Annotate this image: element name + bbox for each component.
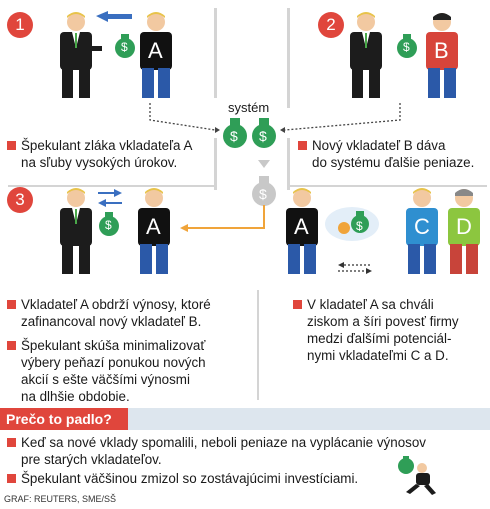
step-2-badge: 2 <box>318 12 344 38</box>
orange-arrow <box>188 205 265 229</box>
step-3b-line-3: akcií s ešte väčšími výnosmi <box>21 372 190 387</box>
bullet-1 <box>7 141 16 150</box>
step-3-text: Vkladateľ A obdrží výnosy, ktoré zafinan… <box>21 296 211 330</box>
money-symbol-sys2: $ <box>259 128 267 144</box>
money-symbol-sys1: $ <box>230 128 238 144</box>
divider-mid-left <box>214 138 217 190</box>
step-4-line-2: ziskom a šíri povesť firmy <box>307 314 459 329</box>
divider-bottom-left <box>257 290 259 400</box>
bullet-3b <box>7 341 16 350</box>
speculant-figure <box>60 12 102 98</box>
letter-a-3: A <box>146 214 161 239</box>
divider-horizontal-left <box>8 185 216 187</box>
step-4-text: V kladateľ A sa chváli ziskom a šíri pov… <box>307 296 459 364</box>
double-blue-arrows <box>98 189 122 207</box>
investor-d-figure <box>448 189 480 274</box>
dotted-double-arrow <box>338 262 372 274</box>
bullet-4 <box>293 300 302 309</box>
why-bullet-2 <box>7 474 16 483</box>
why-item-2-line-1: Špekulant väčšinou zmizol so zostávajúci… <box>21 471 359 486</box>
money-symbol-bubble: $ <box>356 219 363 233</box>
step-3b-line-1: Špekulant skúša minimalizovať <box>21 338 206 353</box>
letter-c: C <box>414 214 430 239</box>
divider-mid-right <box>287 138 290 190</box>
step-3-line-1: Vkladateľ A obdrží výnosy, ktoré <box>21 297 211 312</box>
investor-c-figure <box>406 188 438 274</box>
why-section-title: Prečo to padlo? <box>0 408 128 430</box>
dotted-arrow-1 <box>149 103 216 131</box>
step-3-line-2: zafinancoval nový vkladateľ B. <box>21 314 202 329</box>
letter-d: D <box>456 214 472 239</box>
system-down-arrow <box>258 160 270 168</box>
investor-a-figure-4 <box>286 188 318 274</box>
investor-b-figure <box>426 13 458 98</box>
why-section-bar: Prečo to padlo? <box>0 408 490 430</box>
speculant-figure-2 <box>350 12 382 98</box>
system-bag-1 <box>223 118 247 148</box>
runaway-speculant-icon <box>398 456 436 495</box>
divider-horizontal-right <box>287 185 487 187</box>
step-4-line-1: V kladateľ A sa chváli <box>307 297 434 312</box>
illustration-panel-1 <box>60 11 480 274</box>
why-item-1-line-2: pre starých vkladateľov. <box>21 452 162 467</box>
money-bag-3 <box>99 212 119 236</box>
money-symbol-3: $ <box>105 218 112 232</box>
step-4-line-3: medzi ďalšími potenciál- <box>307 331 452 346</box>
blue-arrow-left <box>96 11 132 22</box>
bullet-2 <box>298 141 307 150</box>
step-1-line-2: na sľuby vysokých úrokov. <box>21 155 178 170</box>
system-bag-gray <box>252 176 276 206</box>
divider-top-right <box>287 8 290 108</box>
why-item-2: Špekulant väčšinou zmizol so zostávajúci… <box>21 470 358 487</box>
step-3-text-2: Špekulant skúša minimalizovať výbery peň… <box>21 337 206 405</box>
why-item-1: Keď sa nové vklady spomalili, neboli pen… <box>21 434 426 468</box>
money-symbol-2: $ <box>403 40 410 54</box>
system-bag-2 <box>252 118 276 148</box>
letter-a-4: A <box>294 214 309 239</box>
step-2-text: Nový vkladateľ B dáva do systému ďalšie … <box>312 137 474 171</box>
bubble-bag-small <box>338 222 350 234</box>
bullet-3a <box>7 300 16 309</box>
bubble-bag-large <box>351 211 369 233</box>
step-3b-line-4: na dlhšie obdobie. <box>21 389 130 404</box>
dotted-arrow-2 <box>284 103 401 131</box>
source-credit: GRAF: REUTERS, SME/SŠ <box>4 494 117 504</box>
speculant-figure-3 <box>60 188 92 274</box>
divider-top-left <box>214 8 217 98</box>
step-1-text: Špekulant zláka vkladateľa A na sľuby vy… <box>21 137 192 171</box>
investor-a-figure <box>140 12 172 98</box>
step-2-line-1: Nový vkladateľ B dáva <box>312 138 446 153</box>
step-3-badge: 3 <box>7 187 33 213</box>
step-3b-line-2: výbery peňazí ponukou nových <box>21 355 206 370</box>
money-symbol-sys3: $ <box>259 186 267 202</box>
why-item-1-line-1: Keď sa nové vklady spomalili, neboli pen… <box>21 435 426 450</box>
step-1-badge: 1 <box>7 12 33 38</box>
letter-b: B <box>434 38 449 63</box>
money-symbol-1: $ <box>121 40 128 54</box>
why-bullet-1 <box>7 438 16 447</box>
money-bag-1 <box>115 34 135 58</box>
step-2-line-2: do systému ďalšie peniaze. <box>312 155 475 170</box>
letter-a-1: A <box>148 38 163 63</box>
investor-a-figure-3 <box>138 188 170 274</box>
system-label: systém <box>228 100 270 115</box>
step-1-line-1: Špekulant zláka vkladateľa A <box>21 138 193 153</box>
step-4-line-4: nymi vkladateľmi C a D. <box>307 348 449 363</box>
money-bag-2 <box>397 34 417 58</box>
